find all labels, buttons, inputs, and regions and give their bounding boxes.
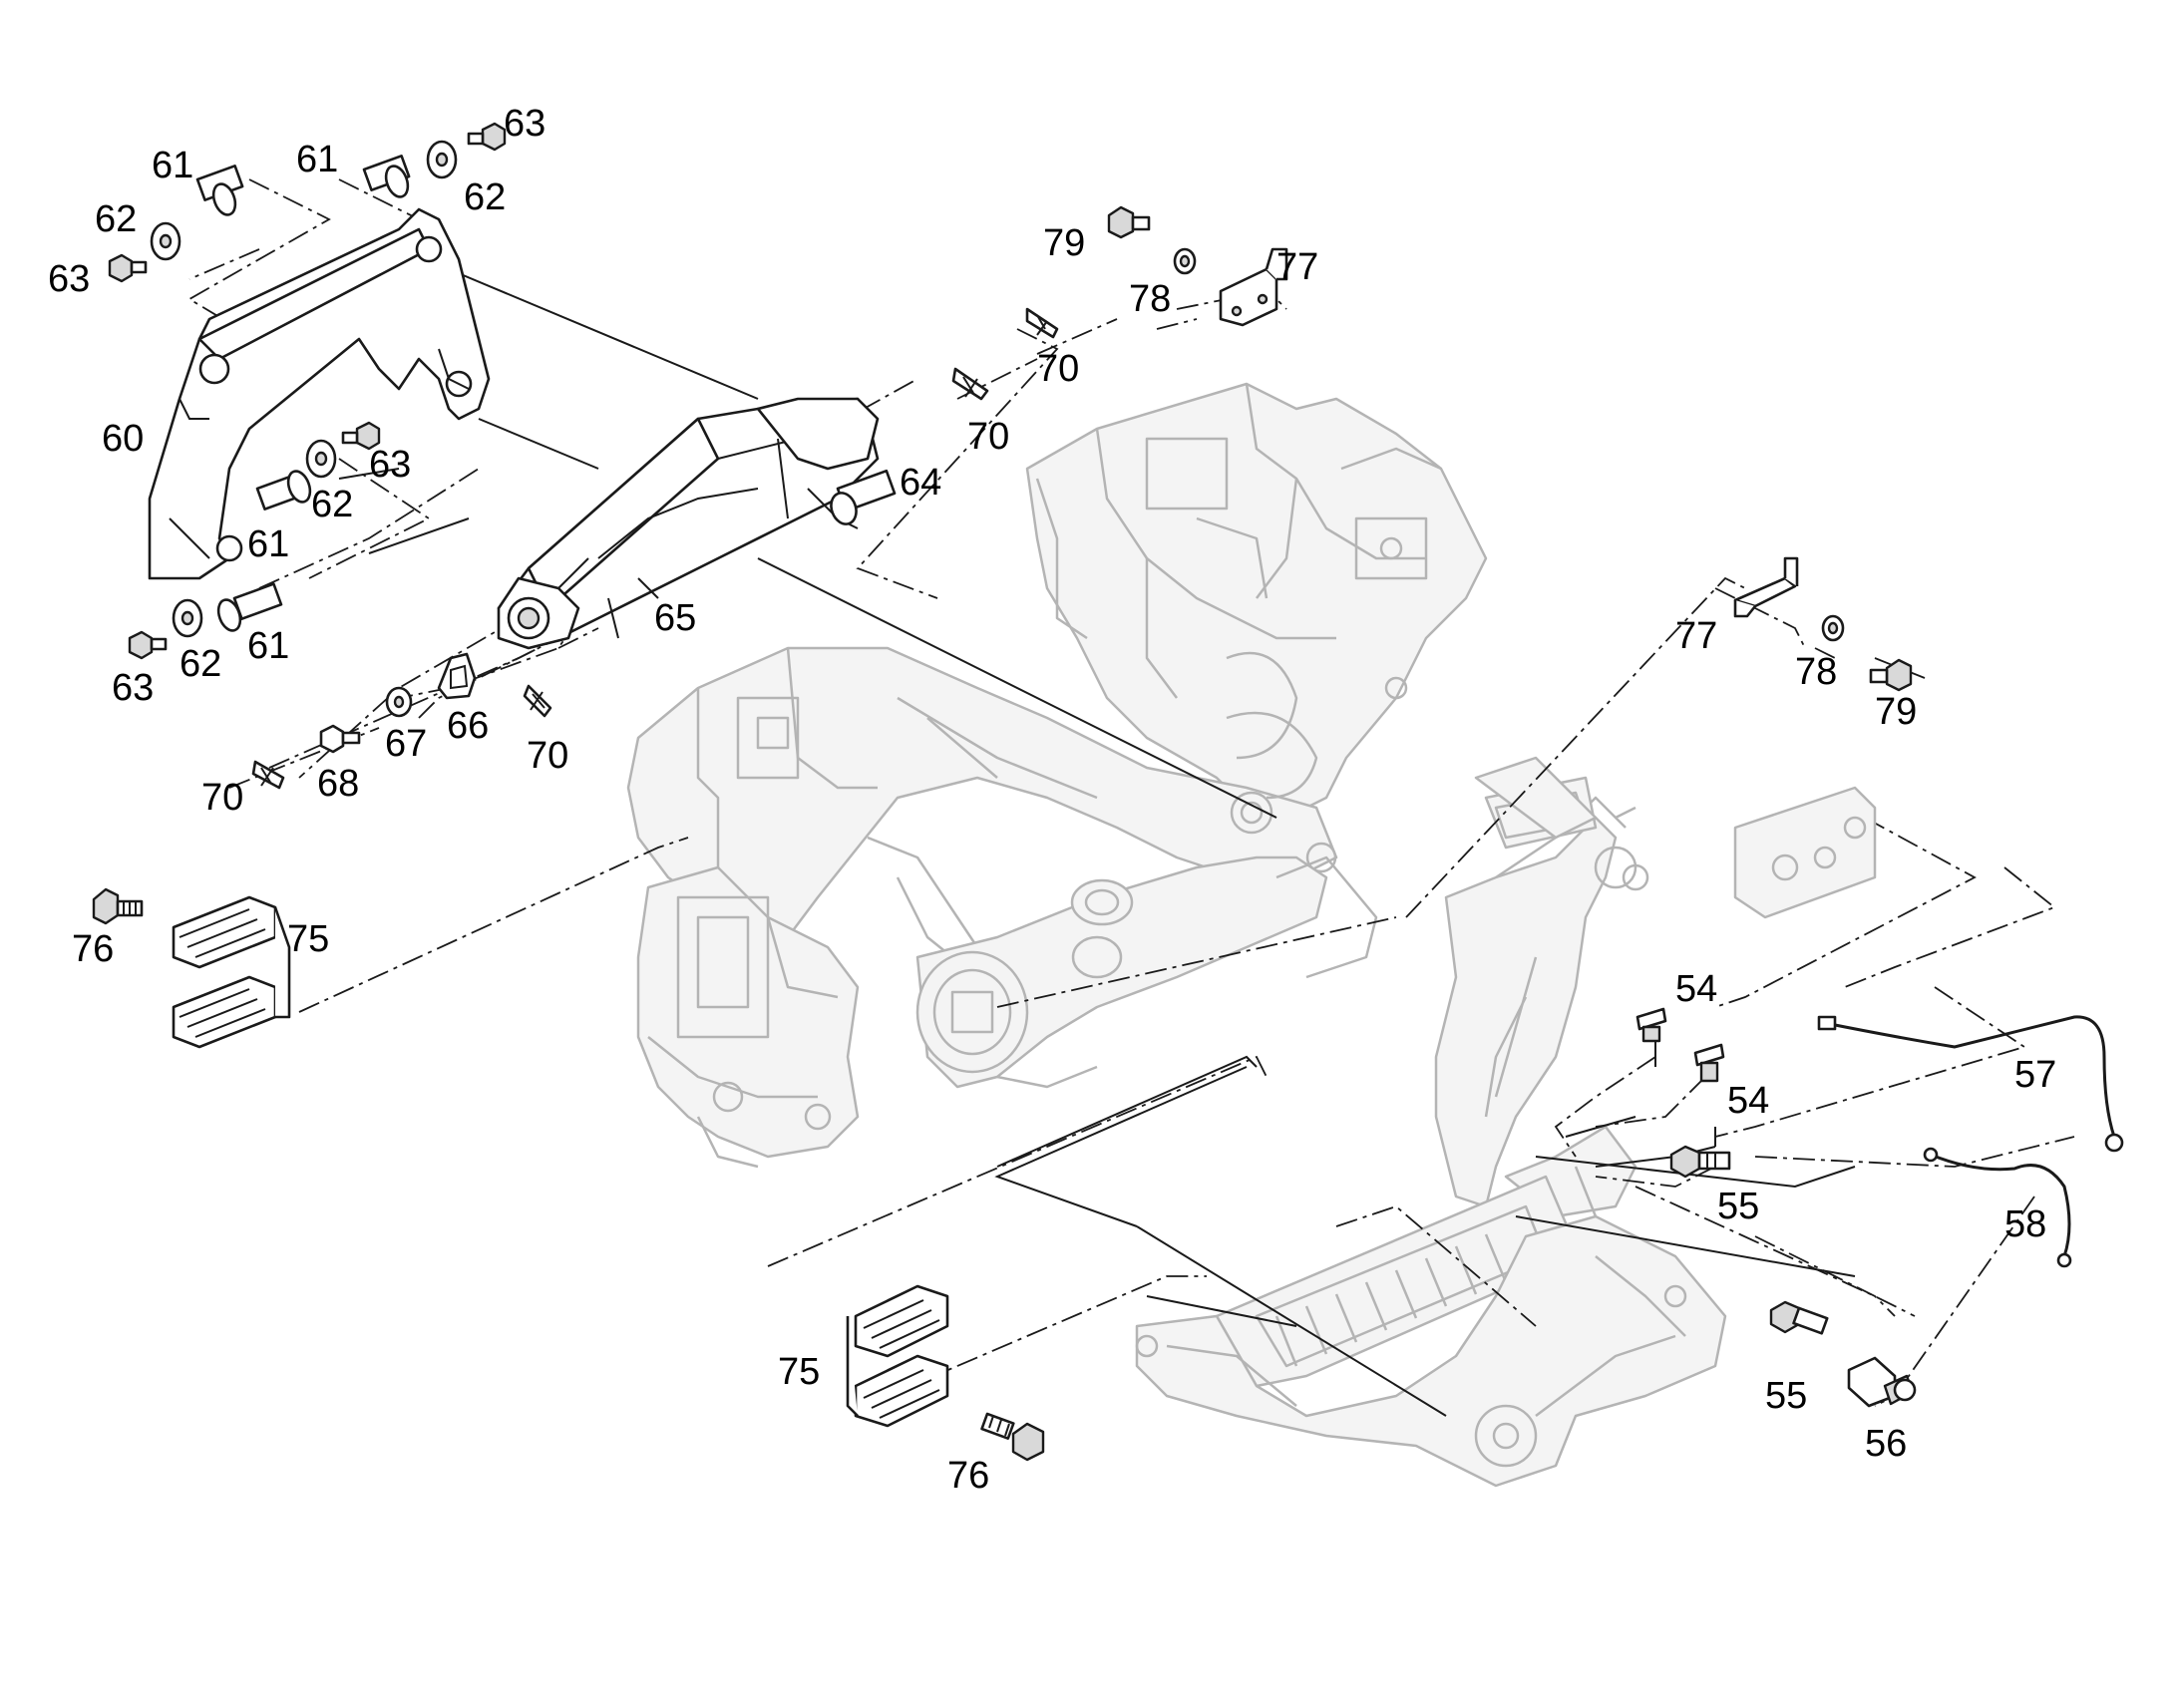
callout-57: 57 [2014,1054,2056,1096]
part-62-washers [150,140,458,638]
part-68-bolt [319,724,361,754]
callout-56: 56 [1865,1423,1907,1465]
part-64-sleeve [830,469,897,525]
part-65-beam [497,397,880,650]
callout-55: 55 [1717,1186,1759,1227]
part-61-pin-mid [255,470,312,511]
callout-62: 62 [180,643,221,685]
callout-70: 70 [1037,348,1079,390]
callout-78: 78 [1129,278,1171,320]
callout-75: 75 [287,918,329,960]
callout-77: 77 [1675,615,1717,657]
part-63-bolts [108,122,507,660]
callout-labels: 61 61 61 61 62 62 62 62 63 63 63 63 60 6… [48,103,2056,1497]
machine-chassis [626,382,1727,1488]
valve-block [1733,786,1877,919]
callout-58: 58 [2004,1203,2046,1245]
part-75-step-right [846,1284,949,1428]
part-75-step-left [172,895,291,1049]
callout-75: 75 [778,1351,820,1393]
part-78-washers [1173,247,1845,642]
part-57-hose [1817,1015,2124,1153]
callout-63: 63 [48,258,90,300]
callout-66: 66 [447,705,489,747]
callout-76: 76 [947,1455,989,1497]
callout-62: 62 [95,198,137,240]
callout-77: 77 [1276,246,1318,288]
part-54-plugs [1635,1007,1725,1083]
callout-67: 67 [385,723,427,765]
part-79-bolts [1107,205,1913,692]
callout-61: 61 [247,625,289,667]
part-76-bolt-left [92,887,144,925]
part-61-pin-bottom [216,582,283,632]
callout-61: 61 [247,523,289,565]
callout-63: 63 [504,103,545,145]
callout-70: 70 [967,416,1009,458]
solid-leaders [338,268,1856,1417]
part-56-elbow [1847,1356,1917,1408]
part-66-clip [437,652,477,700]
callout-79: 79 [1043,222,1085,264]
callout-62: 62 [464,176,506,218]
part-60-bracket [148,207,491,580]
part-67-washer [385,686,413,718]
callout-62: 62 [311,484,353,525]
callout-78: 78 [1795,651,1837,693]
callout-63: 63 [112,667,154,709]
part-55-fittings [1669,1145,1829,1335]
callout-76: 76 [72,928,114,970]
callout-68: 68 [317,763,359,805]
part-77-bracket-top [1219,247,1288,327]
part-76-bolt-right [980,1412,1045,1462]
callout-61: 61 [296,139,338,180]
part-58-hose [1923,1147,2072,1268]
callout-63: 63 [369,444,411,486]
callout-65: 65 [654,597,696,639]
part-61-pin-top-mid [362,155,411,198]
callout-70: 70 [527,735,568,777]
callout-64: 64 [900,462,941,504]
callout-61: 61 [152,145,193,186]
part-61-pin-top-left [195,165,244,216]
callout-60: 60 [102,418,144,460]
callout-79: 79 [1875,691,1917,733]
callout-54: 54 [1675,968,1717,1010]
callout-54: 54 [1727,1080,1769,1122]
callout-70: 70 [201,777,243,819]
callout-55: 55 [1765,1375,1807,1417]
part-77-bracket-right [1733,556,1799,618]
part-70-clips [251,307,1059,790]
